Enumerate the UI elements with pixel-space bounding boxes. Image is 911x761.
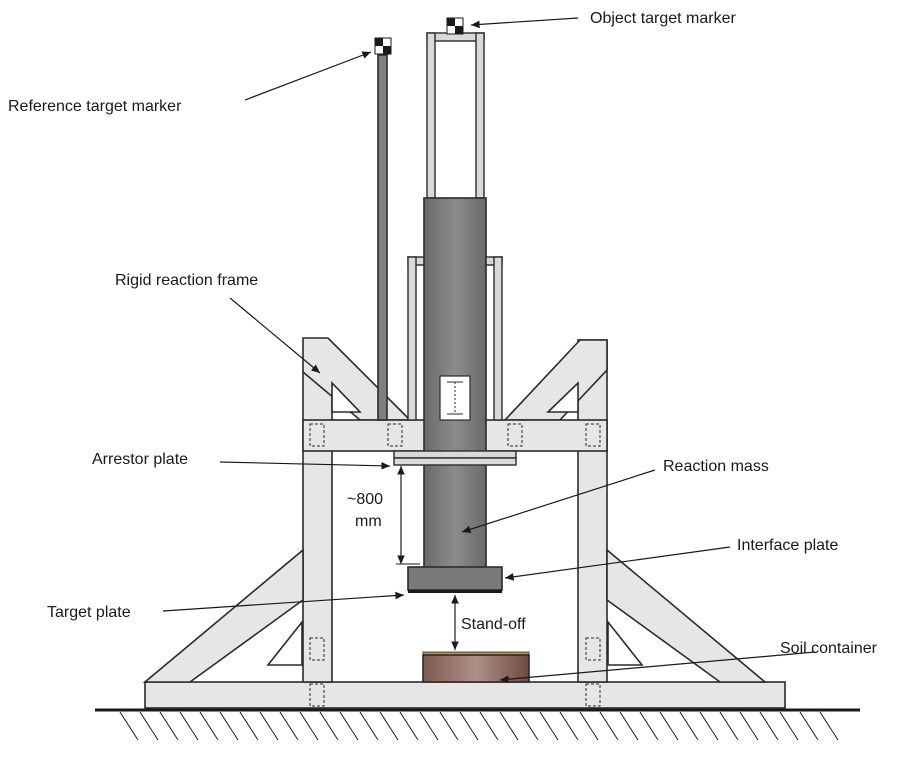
frame-hole-lower-left (266, 619, 303, 666)
leader-interface-plate (504, 546, 731, 581)
target-plate (408, 590, 502, 593)
ground-hatching (119, 711, 839, 741)
label-stand-off: Stand-off (461, 616, 526, 633)
soil-container (422, 654, 530, 683)
leader-arrestor-plate (219, 461, 391, 470)
leader-reference-target (244, 51, 372, 101)
frame-lower-left-strut (142, 548, 304, 683)
label-arrestor-plate: Arrestor plate (92, 451, 188, 468)
object-top-frame (426, 32, 485, 199)
arrestor-plate (393, 450, 517, 466)
leader-soil-container (499, 651, 816, 684)
label-reaction-mass: Reaction mass (663, 458, 769, 475)
frame-hole-lower-right (607, 619, 644, 666)
frame-hole-upper-left (331, 381, 362, 413)
label-distance-unit: mm (355, 513, 382, 530)
leader-target-plate (162, 591, 405, 612)
ground (95, 708, 860, 741)
leader-reaction-mass (461, 469, 656, 534)
frame-bolts (309, 423, 601, 707)
label-distance-value: ~800 (347, 491, 383, 508)
frame-hole-upper-right (546, 381, 579, 413)
leader-object-target (470, 17, 579, 29)
label-rigid-reaction-frame: Rigid reaction frame (115, 272, 258, 289)
label-soil-container: Soil container (780, 640, 878, 657)
object-target-marker (446, 17, 464, 35)
frame-right-column (577, 339, 608, 683)
leader-rigid-frame (229, 297, 321, 374)
frame-lower-right-strut (606, 548, 768, 683)
frame-left-column (302, 371, 333, 683)
reference-target-marker (374, 37, 392, 55)
label-target-plate: Target plate (47, 604, 131, 621)
label-reference-target-marker: Reference target marker (8, 98, 182, 115)
frame-base (144, 681, 786, 709)
reference-rod (377, 54, 388, 421)
i-beam-window (439, 375, 471, 421)
label-object-target-marker: Object target marker (590, 10, 737, 27)
interface-plate (407, 566, 503, 591)
label-interface-plate: Interface plate (737, 537, 839, 554)
